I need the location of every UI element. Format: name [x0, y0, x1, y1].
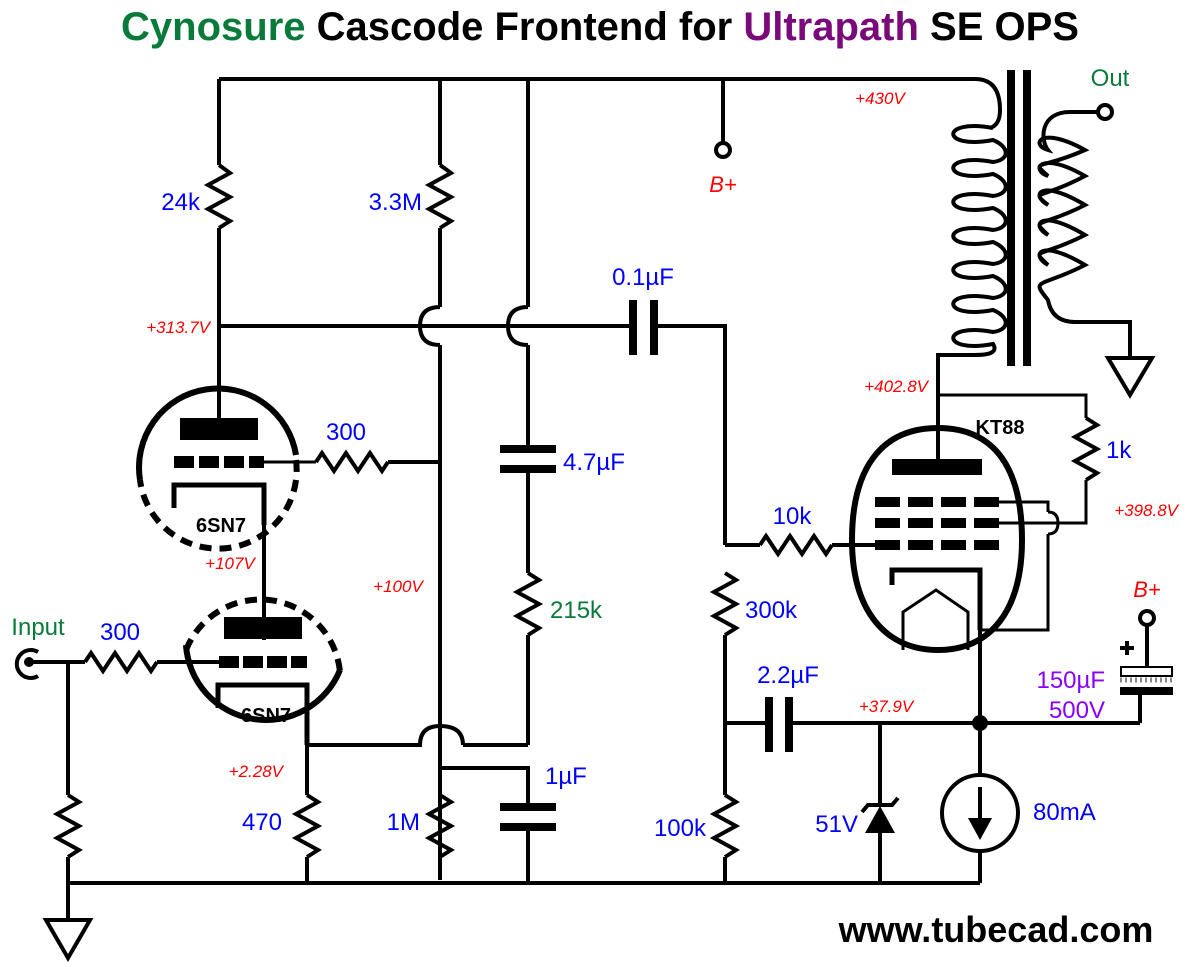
- volt-313: +313.7V: [146, 318, 211, 337]
- resistor-1k[interactable]: [938, 393, 1102, 490]
- label-1m: 1M: [387, 809, 420, 836]
- label-100k: 100k: [654, 815, 707, 842]
- footer-url[interactable]: www.tubecad.com: [838, 909, 1154, 950]
- title-middle: Cascode Frontend for: [306, 5, 744, 49]
- bplus-right-terminal[interactable]: [1138, 609, 1156, 627]
- output-terminal[interactable]: [1096, 103, 1114, 121]
- tube-6sn7-upper[interactable]: [136, 326, 316, 640]
- resistor-300k[interactable]: [709, 571, 741, 795]
- zener-diode[interactable]: [860, 723, 900, 883]
- label-300-input: 300: [100, 619, 140, 646]
- label-4u7: 4.7µF: [563, 449, 625, 476]
- current-source[interactable]: [940, 630, 1020, 883]
- resistor-100k[interactable]: [709, 793, 741, 883]
- label-80ma: 80mA: [1033, 799, 1096, 826]
- bplus-top-label: B+: [709, 172, 737, 197]
- title-se-ops: SE OPS: [919, 5, 1079, 49]
- label-300k: 300k: [745, 597, 798, 624]
- volt-402: +402.8V: [864, 377, 929, 396]
- ground-left-icon: [42, 883, 94, 962]
- label-2u2: 2.2µF: [757, 662, 819, 689]
- volt-2-28: +2.28V: [229, 762, 285, 781]
- resistor-470[interactable]: [291, 745, 323, 883]
- volt-430: +430V: [855, 89, 906, 108]
- label-24k: 24k: [161, 189, 201, 216]
- label-1u: 1µF: [545, 763, 587, 790]
- terminal-icon: [1138, 609, 1156, 627]
- tube-6sn7-lower[interactable]: [183, 580, 343, 745]
- label-input: Input: [11, 614, 65, 641]
- capacitor-4u7[interactable]: [500, 445, 556, 573]
- title-ultrapath: Ultrapath: [743, 5, 919, 49]
- bplus-rail: [217, 77, 1002, 307]
- label-150u-value: 150µF: [1036, 667, 1105, 694]
- output-transformer[interactable]: [936, 70, 1132, 395]
- label-51v: 51V: [815, 811, 858, 838]
- arrow-down-icon: [968, 818, 992, 840]
- tube-kt88[interactable]: [848, 360, 1088, 654]
- label-kt88: KT88: [976, 417, 1025, 439]
- capacitor-2u2[interactable]: [725, 697, 1140, 752]
- resistor-3m3[interactable]: [417, 163, 456, 880]
- rca-jack-icon: [14, 648, 40, 680]
- label-10k: 10k: [773, 503, 813, 530]
- capacitor-1u[interactable]: [440, 766, 556, 883]
- plate: [180, 418, 258, 440]
- capacitor-0u1[interactable]: [629, 300, 727, 545]
- title-cynosure: Cynosure: [121, 5, 306, 49]
- ground-right-icon: [1104, 356, 1156, 399]
- label-470: 470: [242, 809, 282, 836]
- bplus-right-label: B+: [1133, 577, 1161, 602]
- label-150u-voltage: 500V: [1049, 697, 1105, 724]
- capacitor-150u[interactable]: [1120, 625, 1173, 723]
- resistor-1m[interactable]: [424, 793, 456, 859]
- label-6sn7-upper: 6SN7: [196, 515, 246, 537]
- resistor-300-input[interactable]: [83, 649, 219, 675]
- resistor-input-shunt[interactable]: [52, 662, 84, 883]
- volt-107: +107V: [205, 554, 256, 573]
- volt-37-9: +37.9V: [859, 697, 915, 716]
- label-6sn7-lower: 6SN7: [241, 705, 291, 727]
- label-out: Out: [1091, 65, 1130, 92]
- label-3m3: 3.3M: [369, 189, 422, 216]
- terminal-icon: [1096, 103, 1114, 121]
- label-1k: 1k: [1106, 437, 1132, 464]
- resistor-215k[interactable]: [463, 571, 544, 747]
- label-215k: 215k: [550, 597, 603, 624]
- volt-398: +398.8V: [1114, 501, 1179, 520]
- volt-100: +100V: [373, 577, 424, 596]
- label-0u1: 0.1µF: [612, 264, 674, 291]
- page-title: Cynosure Cascode Frontend for Ultrapath …: [121, 5, 1079, 49]
- resistor-300-upper[interactable]: [314, 449, 440, 475]
- bplus-top-terminal[interactable]: [714, 141, 732, 159]
- terminal-icon: [714, 141, 732, 159]
- label-300-upper: 300: [326, 419, 366, 446]
